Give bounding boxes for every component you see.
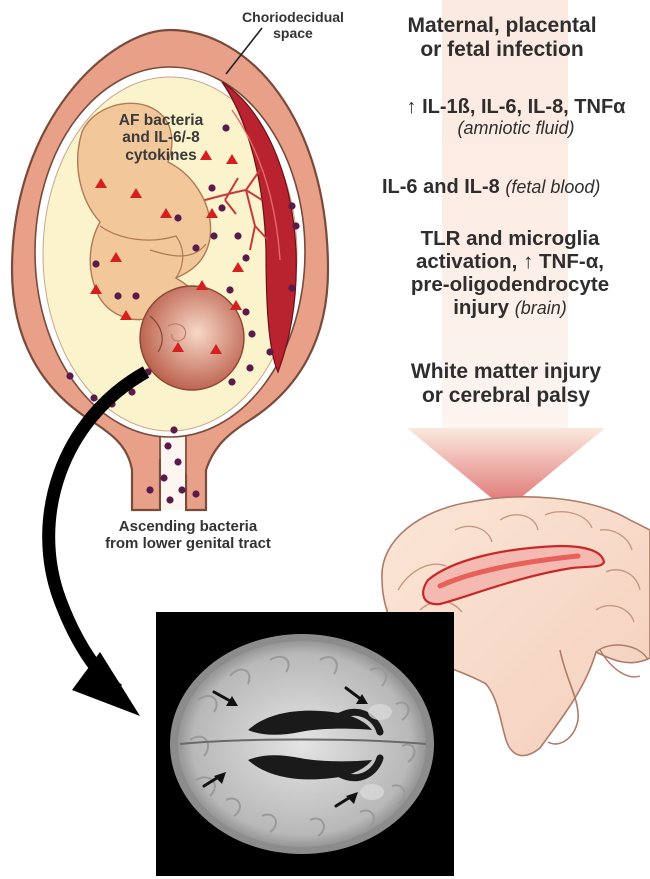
pathway-step-1: Maternal, placental or fetal infection [374, 14, 630, 61]
step2-sub: (amniotic fluid) [382, 118, 650, 138]
af-bacteria-line3: cytokines [96, 147, 226, 164]
af-bacteria-label: AF bacteria and IL-6/-8 cytokines [96, 112, 226, 164]
pathway-step-3: IL-6 and IL-8 (fetal blood) [382, 176, 650, 198]
step4-line4-sub: (brain) [515, 298, 567, 318]
pathway-step-4: TLR and microglia activation, ↑ TNF-α, p… [378, 228, 642, 320]
step4-line3: pre-oligodendrocyte [378, 274, 642, 297]
choriodecidual-text: Choriodecidual space [242, 9, 344, 41]
step2-main: ↑ IL-1ß, IL-6, IL-8, TNFα [382, 96, 650, 118]
step4-line4: injury (brain) [378, 297, 642, 320]
step4-line4-main: injury [453, 296, 509, 319]
pathway-step-5: White matter injury or cerebral palsy [378, 360, 634, 407]
ascending-line1: Ascending bacteria [80, 519, 296, 536]
step5-line1: White matter injury [378, 360, 634, 384]
choriodecidual-space-label: Choriodecidual space [228, 10, 358, 41]
ascending-line2: from lower genital tract [80, 536, 296, 553]
uterus-diagram [12, 28, 328, 510]
af-bacteria-line1: AF bacteria [96, 112, 226, 129]
step5-line2: or cerebral palsy [378, 384, 634, 408]
step3-main: IL-6 and IL-8 [382, 176, 500, 198]
mri-scan-panel [156, 612, 454, 876]
step3-sub: (fetal blood) [505, 177, 600, 197]
step1-line1: Maternal, placental [374, 14, 630, 38]
af-bacteria-line2: and IL-6/-8 [96, 129, 226, 146]
step1-line2: or fetal infection [374, 38, 630, 62]
step4-line2: activation, ↑ TNF-α, [378, 251, 642, 274]
pathway-step-2: ↑ IL-1ß, IL-6, IL-8, TNFα (amniotic flui… [382, 96, 650, 139]
step4-line1: TLR and microglia [378, 228, 642, 251]
ascending-bacteria-label: Ascending bacteria from lower genital tr… [80, 519, 296, 553]
